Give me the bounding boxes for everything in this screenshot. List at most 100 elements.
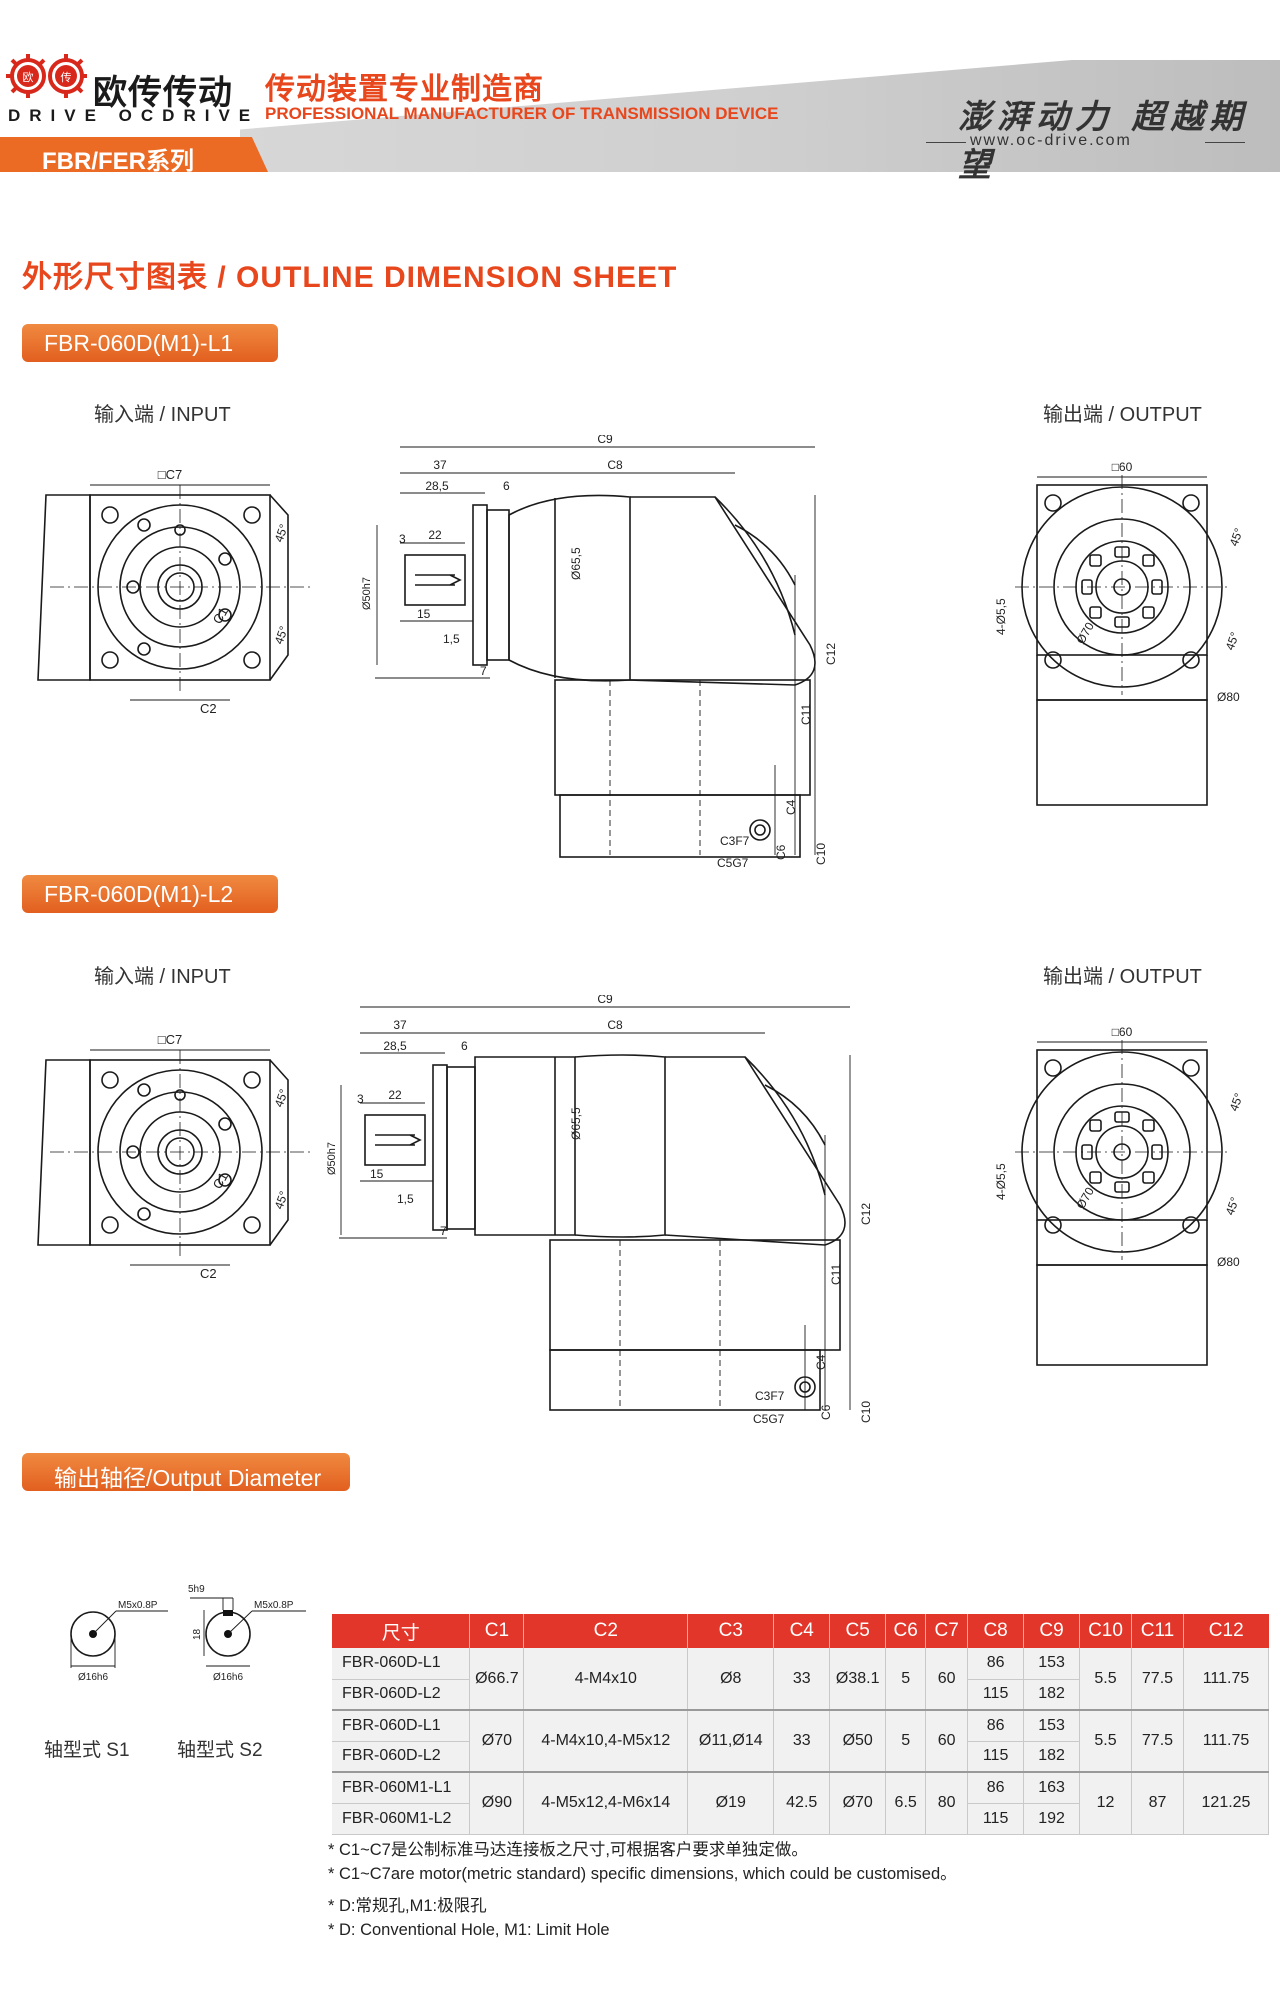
angle-45b: 45°: [272, 624, 291, 646]
svg-text:Ø16h6: Ø16h6: [213, 1672, 243, 1683]
output-label-l2: 输出端 / OUTPUT: [1043, 966, 1202, 988]
svg-text:45°: 45°: [1227, 1091, 1246, 1113]
svg-text:C10: C10: [859, 1401, 873, 1423]
svg-text:M5x0.8P: M5x0.8P: [254, 1600, 294, 1611]
input-label-l1: 输入端 / INPUT: [94, 404, 231, 426]
svg-text:C4: C4: [814, 1354, 828, 1370]
model-l2-label: FBR-060D(M1)-L2: [22, 875, 278, 913]
svg-text:Ø65,5: Ø65,5: [569, 1107, 583, 1140]
svg-text:Ø50h7: Ø50h7: [326, 1142, 338, 1175]
svg-text:C12: C12: [824, 643, 838, 665]
side-view-l2: C9 37 C8 28,5 6 3 22 Ø50h7 15 1,5 7 Ø65,…: [326, 995, 873, 1425]
svg-text:45°: 45°: [1223, 1195, 1242, 1217]
url-divider-left: [926, 142, 966, 143]
svg-text:□C7: □C7: [158, 1032, 182, 1047]
svg-text:Ø50h7: Ø50h7: [361, 577, 373, 610]
svg-text:7: 7: [440, 1224, 447, 1238]
note-3: * D:常规孔,M1:极限孔: [328, 1897, 487, 1915]
website-url[interactable]: www.oc-drive.com: [970, 132, 1132, 149]
dimension-table: 尺寸 C1 C2 C3 C4 C5 C6 C7 C8 C9 C10 C11 C1…: [332, 1614, 1270, 1835]
page-header: 欧 传 欧传传动 DRIVE OCDRIVE 传动装置专业制造商 PROFESS…: [0, 0, 1280, 184]
svg-text:18: 18: [192, 1628, 203, 1640]
note-2: * C1~C7are motor(metric standard) specif…: [328, 1865, 957, 1883]
svg-text:4-Ø5,5: 4-Ø5,5: [994, 598, 1008, 635]
svg-text:C1: C1: [210, 1170, 231, 1192]
svg-text:37: 37: [433, 458, 447, 472]
svg-text:45°: 45°: [1223, 630, 1242, 652]
svg-text:C3F7: C3F7: [720, 834, 750, 848]
svg-text:C5G7: C5G7: [753, 1412, 785, 1425]
svg-text:45°: 45°: [1227, 526, 1246, 548]
svg-text:15: 15: [417, 607, 431, 621]
svg-text:1,5: 1,5: [443, 632, 460, 646]
input-label-l2: 输入端 / INPUT: [94, 966, 231, 988]
table-row: FBR-060D-L2 115 182: [332, 1741, 1269, 1773]
svg-text:Ø16h6: Ø16h6: [78, 1672, 108, 1683]
slogan: 澎湃动力 超越期望: [958, 97, 1249, 184]
svg-text:3: 3: [357, 1092, 364, 1106]
svg-text:C10: C10: [814, 843, 828, 865]
svg-text:C6: C6: [819, 1404, 833, 1420]
tagline-cn: 传动装置专业制造商: [265, 73, 544, 106]
note-4: * D: Conventional Hole, M1: Limit Hole: [328, 1921, 610, 1939]
svg-text:C12: C12: [859, 1203, 873, 1225]
tagline-en: PROFESSIONAL MANUFACTURER OF TRANSMISSIO…: [265, 104, 779, 123]
svg-text:C8: C8: [607, 1018, 623, 1032]
shaft-s2-icon: 5h9 18 M5x0.8P Ø16h6: [188, 1584, 306, 1683]
svg-text:C9: C9: [597, 995, 613, 1006]
svg-text:28,5: 28,5: [383, 1039, 407, 1053]
svg-text:15: 15: [370, 1167, 384, 1181]
model-l1-label: FBR-060D(M1)-L1: [22, 324, 278, 362]
svg-text:7: 7: [480, 664, 487, 678]
svg-text:45°: 45°: [272, 1087, 291, 1109]
svg-text:□60: □60: [1112, 460, 1133, 474]
svg-text:4-Ø5,5: 4-Ø5,5: [994, 1163, 1008, 1200]
dim-c1: C1: [210, 605, 231, 627]
svg-text:3: 3: [399, 532, 406, 546]
shaft-s2-label: 轴型式 S2: [177, 1740, 263, 1761]
svg-text:1,5: 1,5: [397, 1192, 414, 1206]
svg-text:28,5: 28,5: [425, 479, 449, 493]
svg-text:6: 6: [461, 1039, 468, 1053]
shaft-s1-icon: M5x0.8P Ø16h6: [70, 1600, 168, 1683]
footnotes: * C1~C7是公制标准马达连接板之尺寸,可根据客户要求单独定做。 * C1~C…: [328, 1838, 957, 1942]
svg-text:6: 6: [503, 479, 510, 493]
svg-text:C2: C2: [200, 1266, 217, 1281]
svg-text:45°: 45°: [272, 1189, 291, 1211]
svg-text:22: 22: [388, 1088, 402, 1102]
note-1: * C1~C7是公制标准马达连接板之尺寸,可根据客户要求单独定做。: [328, 1841, 808, 1859]
table-row: FBR-060D-L1 Ø70 4-M4x10,4-M5x12 Ø11,Ø14 …: [332, 1709, 1270, 1773]
table-row: FBR-060D-L2 115 182: [332, 1679, 1269, 1711]
dim-c7: □C7: [158, 467, 182, 482]
output-view-l1: □60 4-Ø5,5 Ø70 45° 45° Ø80: [994, 460, 1246, 806]
svg-text:37: 37: [393, 1018, 407, 1032]
svg-text:C11: C11: [799, 704, 813, 725]
svg-text:M5x0.8P: M5x0.8P: [118, 1600, 158, 1611]
svg-text:C8: C8: [607, 458, 623, 472]
shaft-s1-label: 轴型式 S1: [44, 1740, 130, 1761]
svg-text:5h9: 5h9: [188, 1584, 205, 1595]
brand-name-cn: 欧传传动: [93, 74, 233, 112]
company-logo-icon: 欧 传: [6, 54, 87, 98]
svg-text:C3F7: C3F7: [755, 1389, 785, 1403]
logo-mark-left: 欧: [23, 71, 34, 84]
side-view-l1: C9 37 C8 28,5 6 3 22 Ø50h7 15 1,5 7 Ø65,…: [361, 435, 838, 870]
output-view-l2: □60 4-Ø5,5 Ø70 45° 45° Ø80: [994, 1025, 1246, 1366]
table-row: FBR-060M1-L1 Ø90 4-M5x12,4-M6x14 Ø19 42.…: [332, 1771, 1270, 1835]
svg-text:Ø65,5: Ø65,5: [569, 547, 583, 580]
table-header-row: 尺寸 C1 C2 C3 C4 C5 C6 C7 C8 C9 C10 C11 C1…: [332, 1614, 1269, 1648]
svg-text:C5G7: C5G7: [717, 856, 749, 870]
svg-text:22: 22: [428, 528, 442, 542]
output-label-l1: 输出端 / OUTPUT: [1043, 404, 1202, 426]
url-divider-right: [1205, 142, 1245, 143]
svg-text:Ø80: Ø80: [1217, 690, 1240, 704]
dim-c2: C2: [200, 701, 217, 716]
svg-text:C4: C4: [784, 799, 798, 815]
output-diameter-title: 输出轴径/Output Diameter: [22, 1453, 350, 1491]
input-view-l1: □C7 C2 C1 45° 45°: [37, 467, 310, 716]
svg-text:C9: C9: [597, 435, 613, 446]
series-tab: FBR/FER系列: [0, 137, 268, 172]
svg-text:C11: C11: [829, 1264, 843, 1285]
sheet-title: 外形尺寸图表 / OUTLINE DIMENSION SHEET: [22, 261, 678, 294]
svg-text:C6: C6: [774, 844, 788, 860]
